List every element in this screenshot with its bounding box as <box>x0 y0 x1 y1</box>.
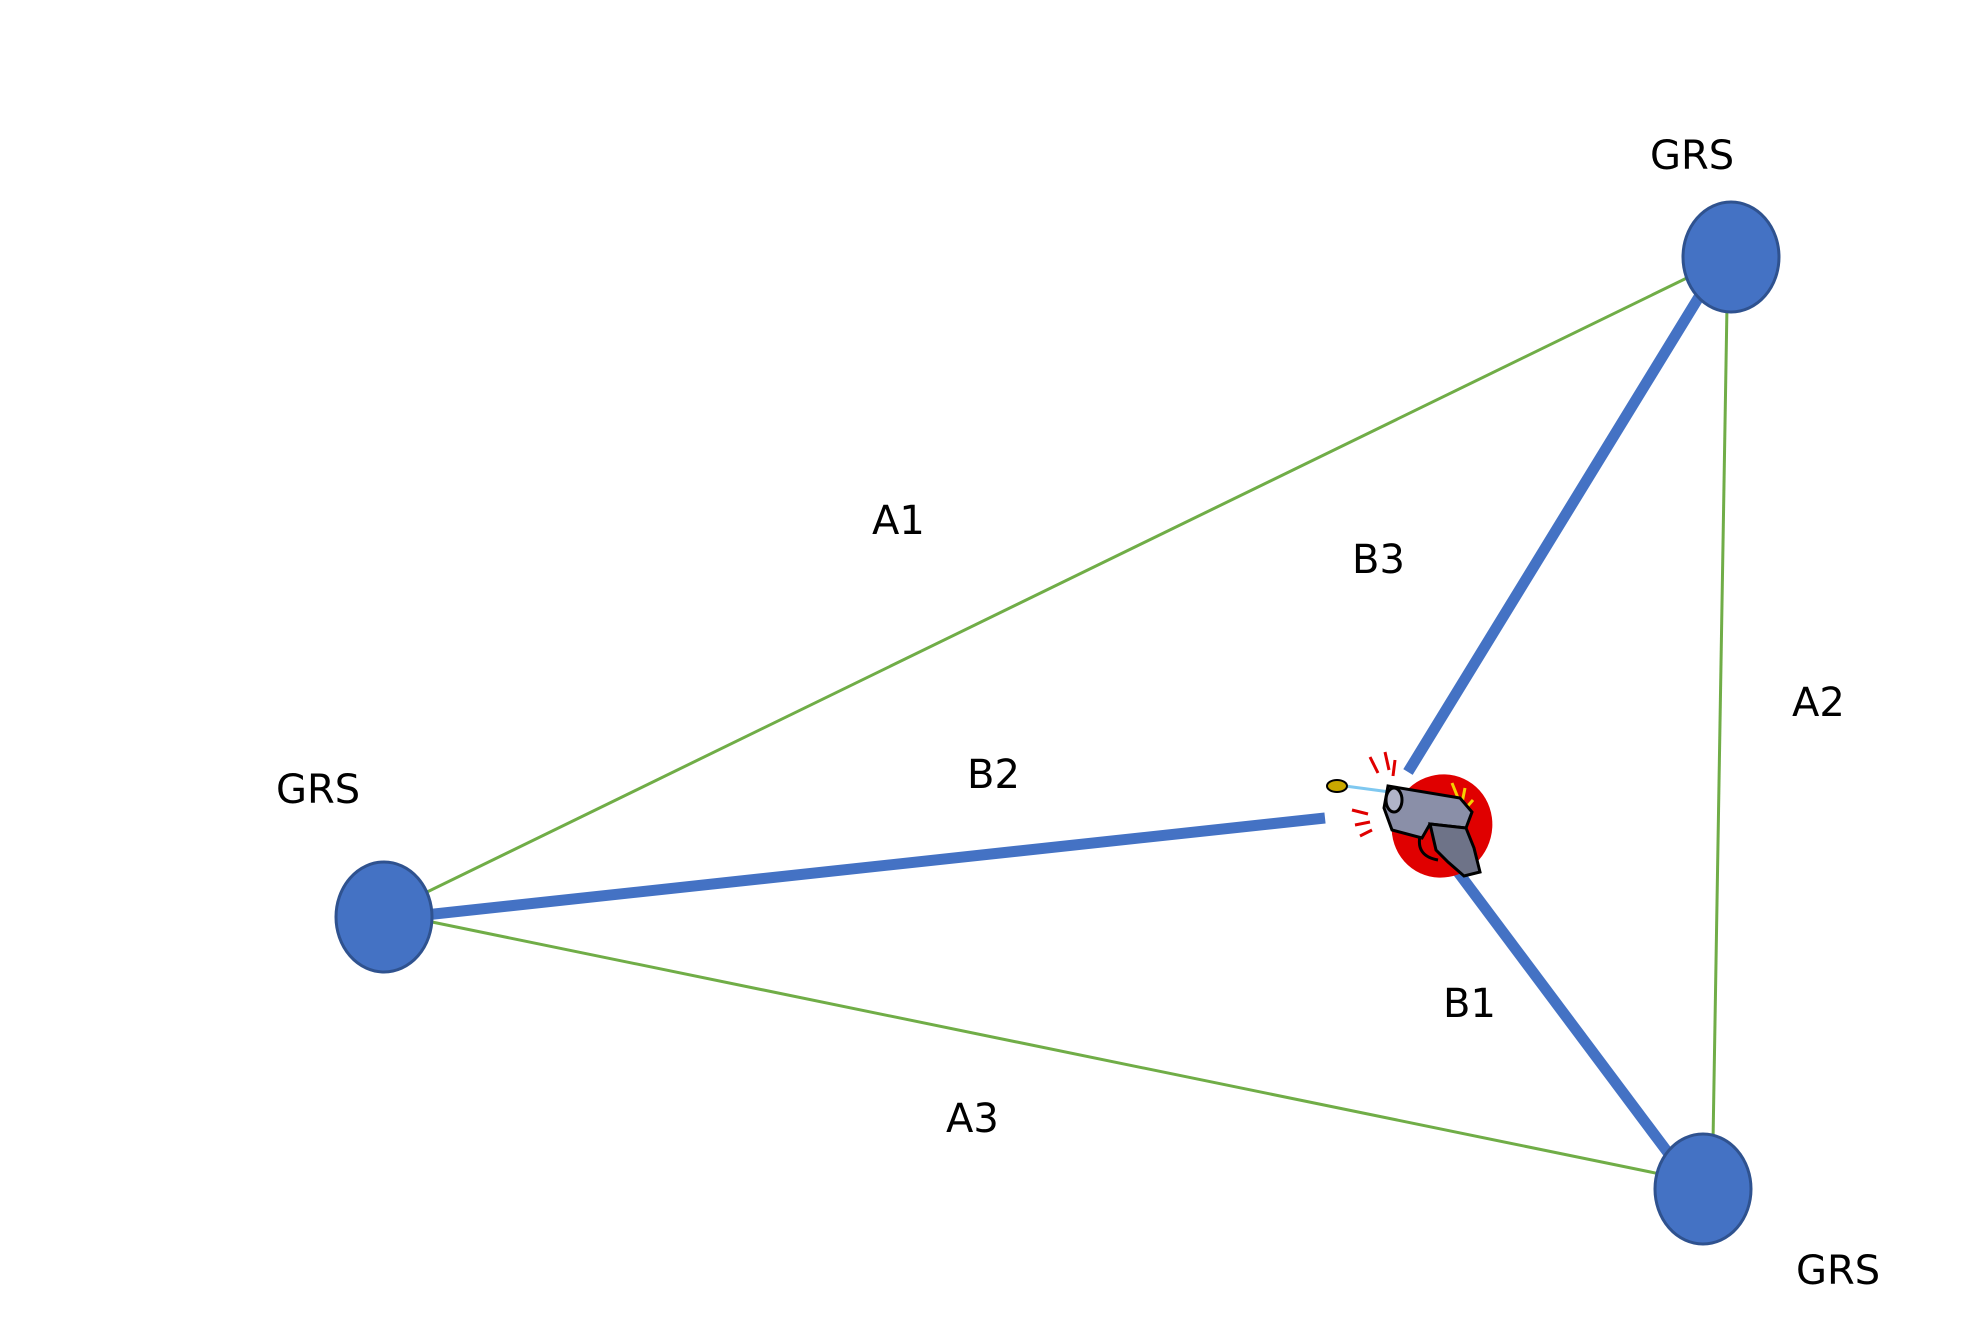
bullet-trail <box>1344 784 1391 794</box>
baseline-a3-label: A3 <box>946 1096 999 1142</box>
ray-b2-label: B2 <box>967 752 1020 798</box>
baseline-a2-label: A2 <box>1792 680 1845 726</box>
ray-b1-line <box>1450 864 1677 1162</box>
station-left-node <box>334 860 434 974</box>
baseline-a1-label: A1 <box>872 498 925 544</box>
baseline-a1-line <box>424 273 1694 895</box>
ray-b3-label: B3 <box>1352 537 1405 583</box>
station-bottom-right-label: GRS <box>1796 1248 1880 1294</box>
ray-b2-line <box>424 812 1326 921</box>
baseline-a3-line <box>431 920 1666 1177</box>
flash-ticks <box>1351 751 1397 838</box>
station-top-right-node <box>1681 200 1781 314</box>
pistol-grip <box>1428 822 1482 878</box>
gunshot-icon <box>1326 751 1493 878</box>
ray-b1-label: B1 <box>1443 981 1496 1027</box>
ray-b3-line <box>1403 289 1707 775</box>
pistol-trigger-guard <box>1417 835 1439 862</box>
pistol-muzzle <box>1384 786 1404 814</box>
station-left-label: GRS <box>276 767 360 813</box>
baseline-a2-line <box>1711 304 1729 1143</box>
station-bottom-right-node <box>1653 1132 1753 1246</box>
station-top-right-label: GRS <box>1650 133 1734 179</box>
bullet-icon <box>1326 779 1348 793</box>
